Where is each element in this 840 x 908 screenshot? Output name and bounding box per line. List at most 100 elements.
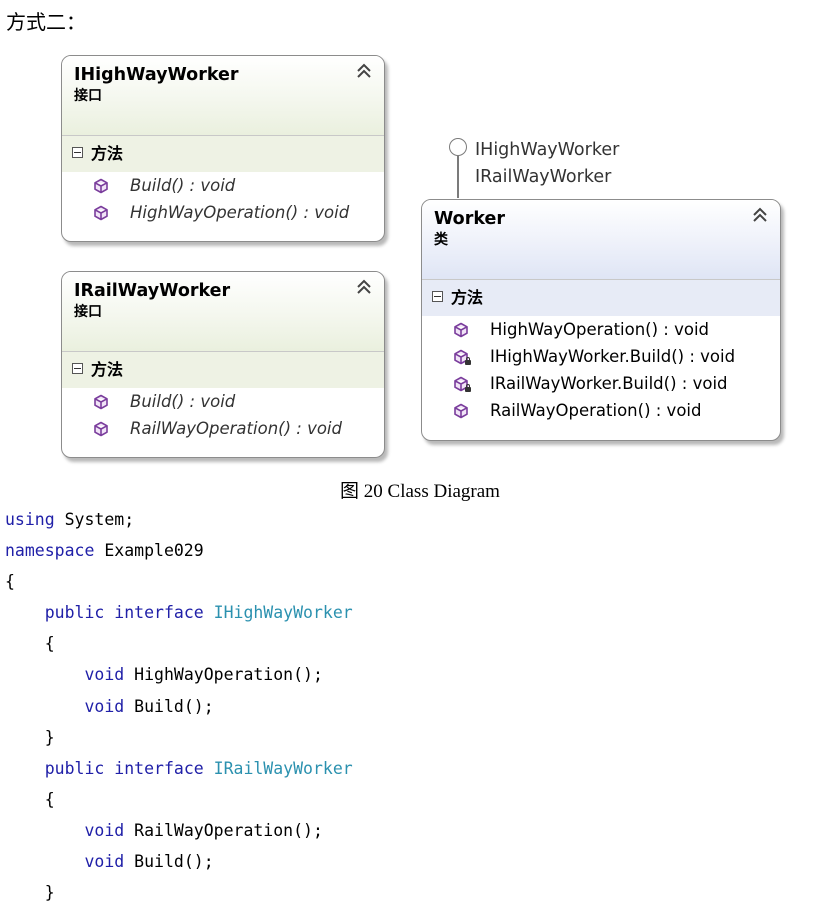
code-text: } [5,883,55,903]
code-keyword: void [84,665,125,685]
member-row[interactable]: RailWayOperation() : void [422,397,780,424]
method-cube-icon [94,178,108,194]
code-text: { [5,572,15,592]
code-text: System; [54,510,135,529]
code-keyword: interface [114,758,204,778]
code-keyword: namespace [5,541,95,561]
code-text: Example029 [94,541,204,561]
method-cube-icon [94,421,108,437]
double-chevron-up-icon[interactable] [355,278,373,296]
member-label: IHighWayWorker.Build() : void [490,347,736,366]
member-row[interactable]: HighWayOperation() : void [422,316,780,343]
box-header: Worker 类 [422,200,780,280]
section-label: 方法 [91,360,124,379]
implemented-interface-label: IHighWayWorker [475,140,620,160]
code-keyword: using [5,510,55,529]
figure-caption: 图 20 Class Diagram [340,481,500,502]
methods-section-header[interactable]: 方法 [62,136,384,172]
member-label: Build() : void [130,176,236,195]
code-keyword: void [84,696,125,716]
code-text: HighWayOperation(); [124,665,323,685]
code-text [104,759,114,778]
member-row[interactable]: Build() : void [62,388,384,415]
code-line: { [5,566,353,597]
code-line: } [5,877,353,908]
code-line: void Build(); [5,691,353,722]
code-line: using System; [5,504,353,535]
section-label: 方法 [451,288,484,307]
member-row[interactable]: IHighWayWorker.Build() : void [422,343,780,370]
code-text: } [5,727,55,747]
method-cube-icon [454,322,468,338]
method-cube-icon [94,205,108,221]
box-stereotype: 类 [434,232,448,248]
member-row[interactable]: RailWayOperation() : void [62,415,384,442]
code-text: { [5,634,55,654]
heading: 方式二： [6,10,86,34]
code-keyword: public [44,758,105,778]
code-line: { [5,784,353,815]
methods-section-header[interactable]: 方法 [422,280,780,316]
code-text [5,852,84,871]
code-text [5,665,84,684]
lollipop-stem [457,156,459,198]
member-row[interactable]: IRailWayWorker.Build() : void [422,370,780,397]
code-keyword: void [84,852,125,872]
collapse-section-icon[interactable] [432,291,443,302]
box-title: IRailWayWorker [74,281,231,301]
code-text [204,603,214,622]
double-chevron-up-icon[interactable] [355,62,373,80]
collapse-section-icon[interactable] [72,363,83,374]
code-type-name: IHighWayWorker [213,603,353,623]
code-line: void RailWayOperation(); [5,815,353,846]
code-keyword: void [84,820,125,840]
code-text: RailWayOperation(); [124,820,323,840]
section-label: 方法 [91,144,124,163]
interface-lollipop-icon [449,138,467,156]
ihighwayworker-box[interactable]: IHighWayWorker 接口 方法 Build() : void High… [61,55,385,242]
box-header: IRailWayWorker 接口 [62,272,384,352]
code-type-name: IRailWayWorker [213,758,353,778]
private-method-icon [454,376,468,392]
member-row[interactable]: Build() : void [62,172,384,199]
member-label: HighWayOperation() : void [490,320,710,339]
code-keyword: interface [114,603,204,623]
code-line: namespace Example029 [5,535,353,566]
lock-icon [465,357,471,365]
code-line: void HighWayOperation(); [5,659,353,690]
code-line: { [5,628,353,659]
code-text [204,759,214,778]
code-text [5,759,45,778]
box-stereotype: 接口 [74,88,102,104]
member-label: IRailWayWorker.Build() : void [490,374,728,393]
code-keyword: public [44,603,105,623]
code-text: Build(); [124,696,214,716]
code-line: void Build(); [5,846,353,877]
box-stereotype: 接口 [74,304,102,320]
implemented-interface-label: IRailWayWorker [475,167,612,187]
member-label: Build() : void [130,392,236,411]
code-line: } [5,722,353,753]
code-text: Build(); [124,852,214,872]
box-title: IHighWayWorker [74,65,239,85]
collapse-section-icon[interactable] [72,147,83,158]
worker-class-box[interactable]: Worker 类 方法 HighWayOperation() : void IH… [421,199,781,441]
code-listing: using System;namespace Example029{ publi… [5,504,353,908]
method-cube-icon [94,394,108,410]
double-chevron-up-icon[interactable] [751,206,769,224]
private-method-icon [454,349,468,365]
code-line: public interface IHighWayWorker [5,597,353,628]
member-label: RailWayOperation() : void [130,419,342,438]
lock-icon [465,384,471,392]
code-line: public interface IRailWayWorker [5,753,353,784]
method-cube-icon [454,403,468,419]
member-label: RailWayOperation() : void [490,401,702,420]
methods-section-header[interactable]: 方法 [62,352,384,388]
member-label: HighWayOperation() : void [130,203,350,222]
member-row[interactable]: HighWayOperation() : void [62,199,384,226]
code-text [5,821,84,840]
box-title: Worker [434,209,505,229]
code-text [5,697,84,716]
code-text [104,603,114,622]
irailwayworker-box[interactable]: IRailWayWorker 接口 方法 Build() : void Rail… [61,271,385,458]
